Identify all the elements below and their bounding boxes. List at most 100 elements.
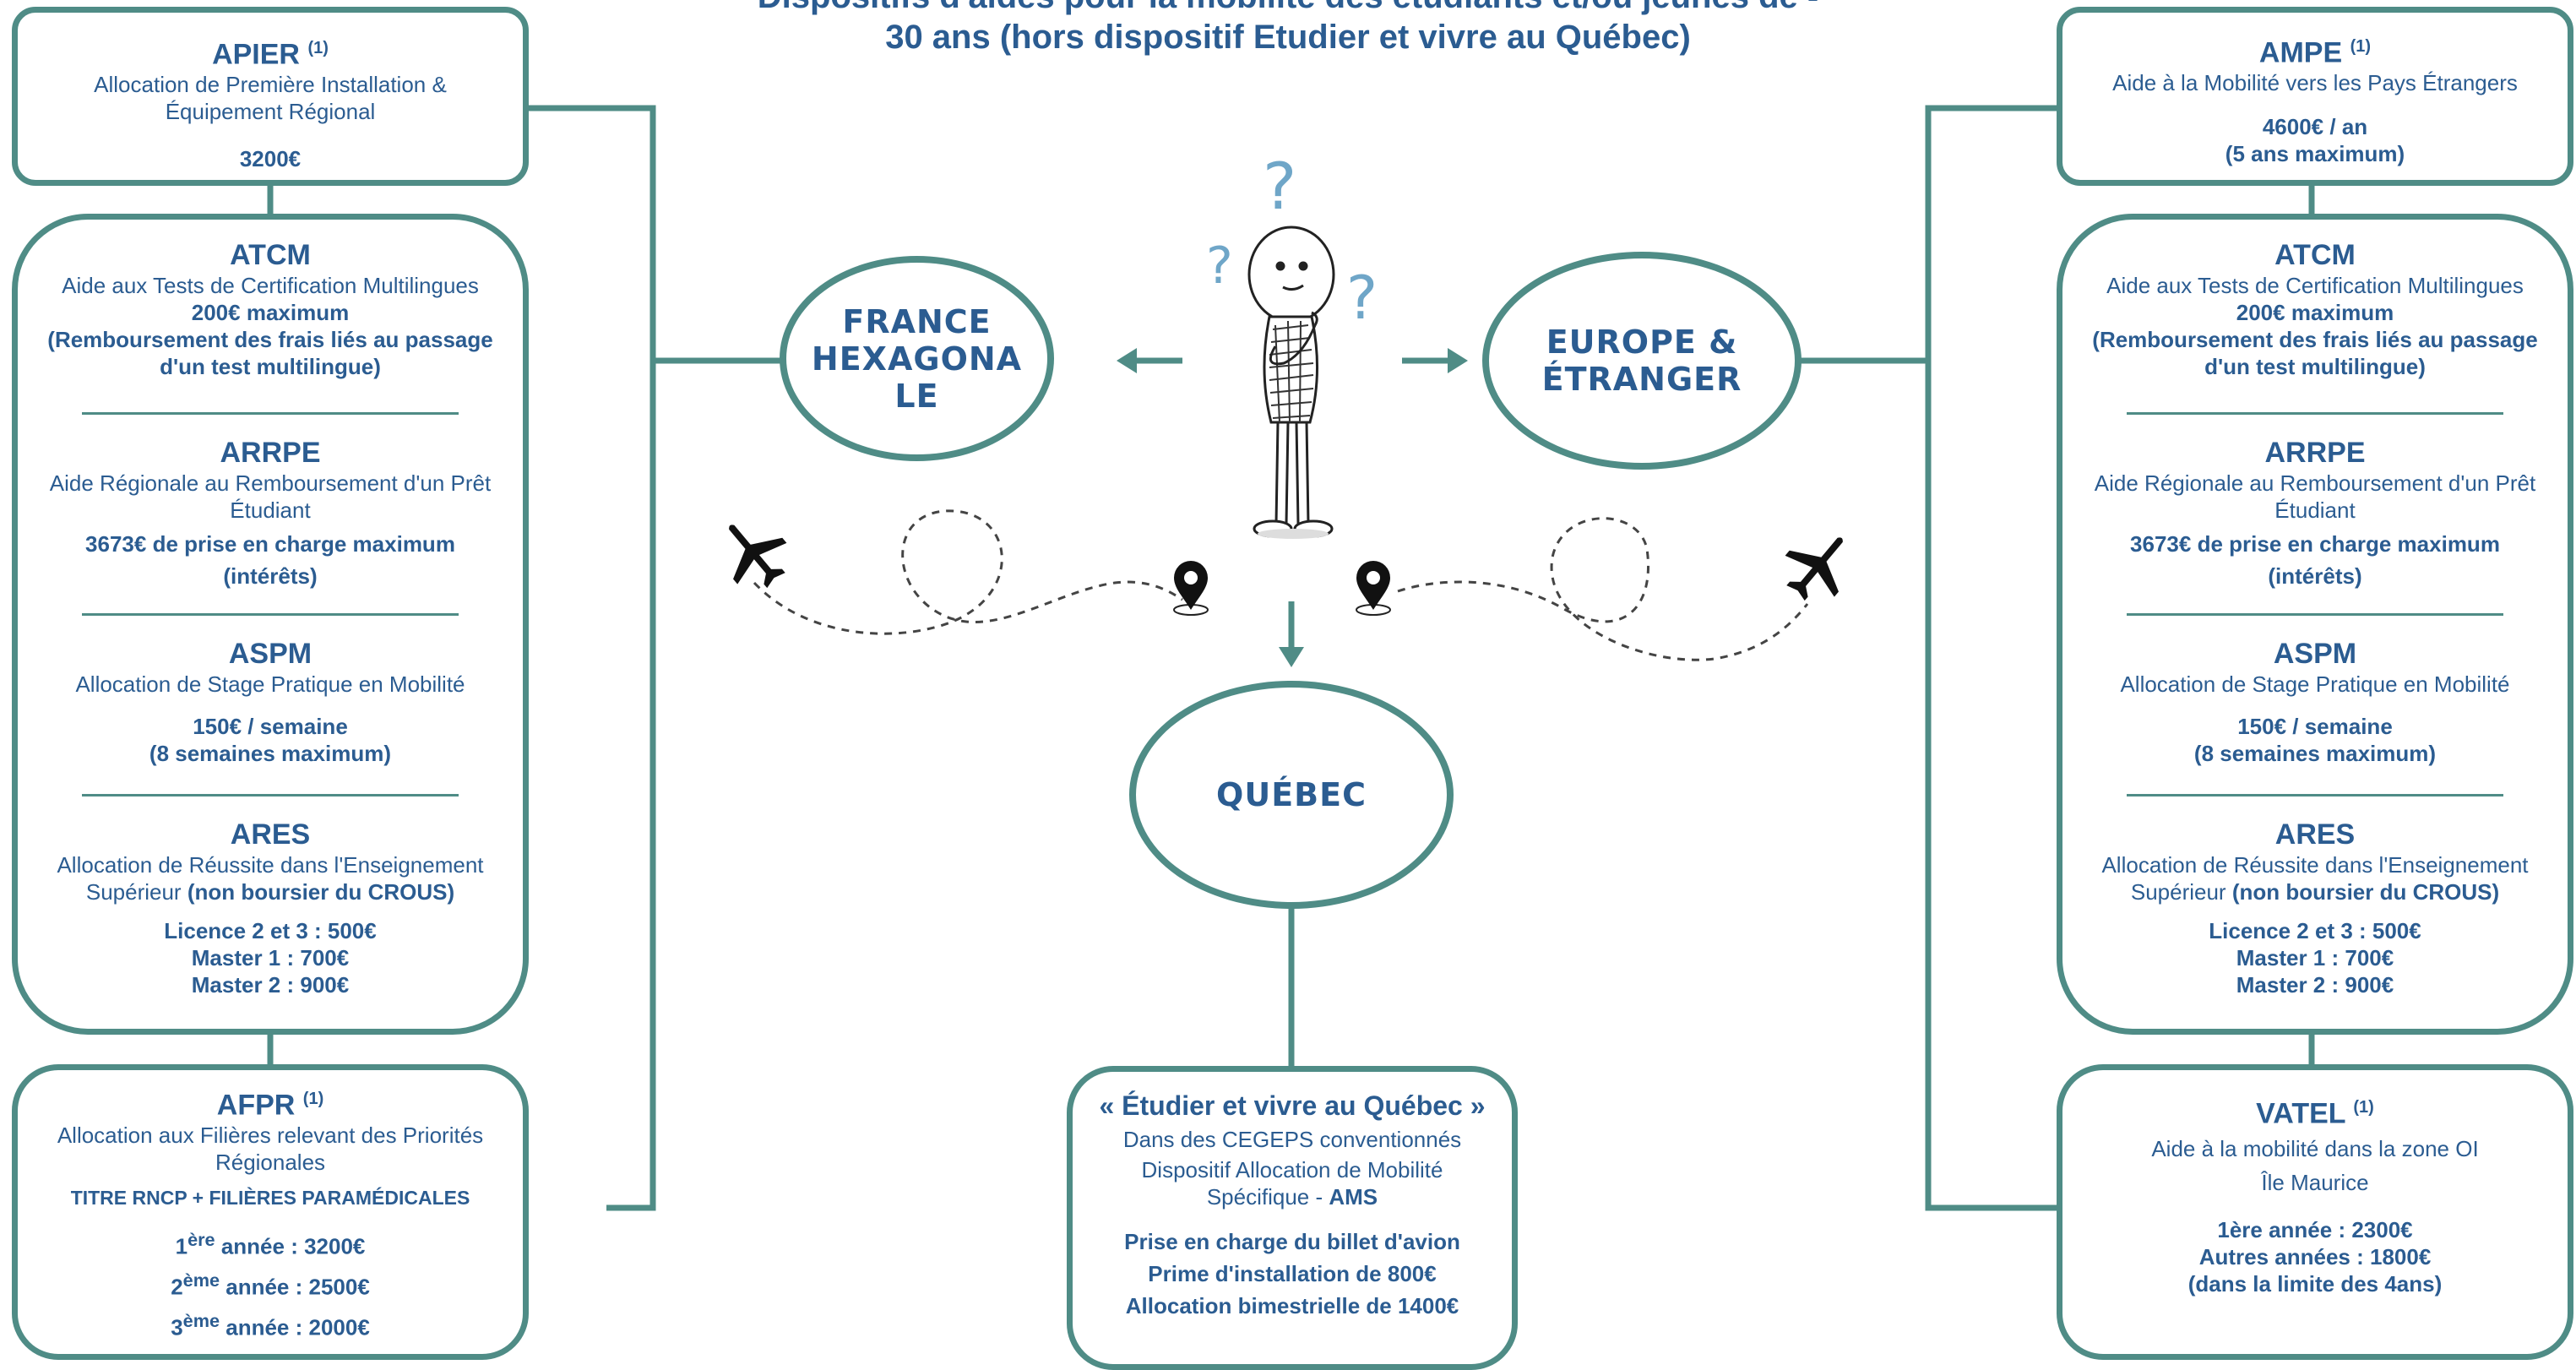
ampe-v2: (5 ans maximum) xyxy=(2225,141,2405,167)
right-arrpe-desc-1: Aide Régionale au Remboursement d'un Prê… xyxy=(2094,470,2536,496)
afpr-year-1: 1ère année : 3200€ xyxy=(175,1229,366,1259)
left-ares-v2: Master 1 : 700€ xyxy=(191,945,350,970)
right-ares-v2: Master 1 : 700€ xyxy=(2236,945,2394,970)
quebec-label: QUÉBEC xyxy=(1216,776,1367,813)
left-arrpe-desc-2: Étudiant xyxy=(230,497,311,523)
title-line-1: Dispositifs d'aides pour la mobilité des… xyxy=(591,0,1985,17)
afpr-year-2: 2ème année : 2500€ xyxy=(171,1269,370,1300)
right-aspm-title: ASPM xyxy=(2273,638,2357,670)
vatel-desc-2: Île Maurice xyxy=(2261,1170,2369,1196)
separator xyxy=(82,412,459,415)
ampe-title: AMPE xyxy=(2258,36,2343,69)
map-pin-icon xyxy=(1356,561,1391,616)
left-aspm-desc: Allocation de Stage Pratique en Mobilité xyxy=(75,671,465,697)
apier-value: 3200€ xyxy=(239,146,302,172)
right-atcm-title: ATCM xyxy=(2274,239,2356,271)
france-label-3: LE xyxy=(894,377,939,415)
right-ares-title: ARES xyxy=(2274,818,2356,851)
left-ares-desc-2: Supérieur xyxy=(85,879,182,905)
europe-label-2: ÉTRANGER xyxy=(1541,361,1742,398)
right-arrpe-v1: 3673€ de prise en charge maximum xyxy=(2130,531,2500,557)
vatel-v1: 1ère année : 2300€ xyxy=(2217,1217,2413,1243)
question-mark-icon: ? xyxy=(1346,264,1378,333)
right-atcm-desc: Aide aux Tests de Certification Multilin… xyxy=(2106,273,2524,298)
left-atcm-title: ATCM xyxy=(230,239,311,271)
apier-desc-2: Équipement Régional xyxy=(165,99,376,125)
quebec-box-v3: Allocation bimestrielle de 1400€ xyxy=(1125,1293,1459,1318)
afpr-desc-1: Allocation aux Filières relevant des Pri… xyxy=(57,1123,484,1149)
quebec-box-d2: Dispositif Allocation de Mobilité xyxy=(1141,1157,1443,1182)
apier-box: APIER (1) Allocation de Première Install… xyxy=(12,7,529,186)
quebec-box-v1: Prise en charge du billet d'avion xyxy=(1124,1229,1460,1254)
vatel-box: VATEL (1) Aide à la mobilité dans la zon… xyxy=(2057,1064,2573,1360)
separator xyxy=(2127,794,2503,796)
left-atcm-v3: d'un test multilingue) xyxy=(160,354,381,379)
left-arrpe-v2: (intérêts) xyxy=(223,563,318,589)
quebec-box-title: « Étudier et vivre au Québec » xyxy=(1099,1090,1486,1121)
right-aspm-v1: 150€ / semaine xyxy=(2237,714,2393,739)
europe-oval: EUROPE & ÉTRANGER xyxy=(1482,252,1802,470)
left-ares-desc-2b: (non boursier du CROUS) xyxy=(181,879,455,905)
right-ares-desc-2b: (non boursier du CROUS) xyxy=(2225,879,2500,905)
separator xyxy=(82,794,459,796)
left-arrpe-desc-1: Aide Régionale au Remboursement d'un Prê… xyxy=(49,470,492,496)
airplane-icon xyxy=(1785,537,1843,601)
separator xyxy=(82,613,459,616)
separator xyxy=(2127,613,2503,616)
afpr-rncp: TITRE RNCP + FILIÈRES PARAMÉDICALES xyxy=(70,1187,470,1210)
vatel-desc-1: Aide à la mobilité dans la zone OI xyxy=(2151,1136,2479,1162)
right-atcm-v2: (Remboursement des frais liés au passage xyxy=(2092,327,2538,352)
left-aspm-v2: (8 semaines maximum) xyxy=(149,741,392,766)
right-group-box: ATCM Aide aux Tests de Certification Mul… xyxy=(2057,214,2573,1035)
ampe-box: AMPE (1) Aide à la Mobilité vers les Pay… xyxy=(2057,7,2573,186)
right-aspm-desc: Allocation de Stage Pratique en Mobilité xyxy=(2120,671,2510,697)
france-label-2: HEXAGONA xyxy=(811,340,1023,378)
left-atcm-v2: (Remboursement des frais liés au passage xyxy=(47,327,493,352)
left-aspm-v1: 150€ / semaine xyxy=(193,714,348,739)
right-ares-v1: Licence 2 et 3 : 500€ xyxy=(2209,918,2421,943)
afpr-footnote: (1) xyxy=(302,1090,324,1108)
quebec-oval: QUÉBEC xyxy=(1129,681,1454,909)
right-ares-v3: Master 2 : 900€ xyxy=(2236,972,2394,998)
afpr-year-3: 3ème année : 2000€ xyxy=(171,1309,370,1340)
separator xyxy=(2127,412,2503,415)
france-oval: FRANCE HEXAGONA LE xyxy=(780,256,1054,461)
ampe-v1: 4600€ / an xyxy=(2262,114,2368,140)
right-atcm-v3: d'un test multilingue) xyxy=(2204,354,2426,379)
left-arrpe-title: ARRPE xyxy=(220,437,321,469)
vatel-footnote: (1) xyxy=(2353,1098,2374,1117)
afpr-title: AFPR xyxy=(216,1089,296,1122)
map-pin-icon xyxy=(1173,561,1209,616)
vatel-v3: (dans la limite des 4ans) xyxy=(2187,1271,2443,1297)
left-atcm-desc: Aide aux Tests de Certification Multilin… xyxy=(62,273,479,298)
right-atcm-v1: 200€ maximum xyxy=(2236,300,2394,325)
ampe-footnote: (1) xyxy=(2350,37,2372,56)
left-atcm-v1: 200€ maximum xyxy=(191,300,350,325)
apier-title: APIER xyxy=(212,38,300,71)
right-ares-desc-1: Allocation de Réussite dans l'Enseigneme… xyxy=(2101,852,2529,878)
afpr-desc-2: Régionales xyxy=(215,1150,326,1176)
quebec-box-d3: Spécifique - xyxy=(1206,1184,1329,1210)
quebec-box-v2: Prime d'installation de 800€ xyxy=(1148,1261,1437,1286)
left-aspm-title: ASPM xyxy=(228,638,312,670)
right-arrpe-title: ARRPE xyxy=(2264,437,2366,469)
question-mark-icon: ? xyxy=(1263,149,1297,224)
airplane-icon xyxy=(729,525,787,589)
thinking-person-icon xyxy=(1247,226,1335,539)
vatel-v2: Autres années : 1800€ xyxy=(2198,1244,2432,1270)
right-aspm-v2: (8 semaines maximum) xyxy=(2193,741,2437,766)
left-group-box: ATCM Aide aux Tests de Certification Mul… xyxy=(12,214,529,1035)
right-arrpe-v2: (intérêts) xyxy=(2268,563,2362,589)
france-label-1: FRANCE xyxy=(842,302,992,340)
afpr-box: AFPR (1) Allocation aux Filières relevan… xyxy=(12,1064,529,1360)
apier-footnote: (1) xyxy=(307,39,329,57)
vatel-title: VATEL xyxy=(2256,1097,2345,1130)
right-ares-desc-2: Supérieur xyxy=(2130,879,2226,905)
title-line-2: 30 ans (hors dispositif Etudier et vivre… xyxy=(885,19,1691,56)
left-ares-title: ARES xyxy=(230,818,311,851)
ampe-desc: Aide à la Mobilité vers les Pays Étrange… xyxy=(2112,70,2518,96)
quebec-box-d3b: AMS xyxy=(1329,1184,1378,1210)
left-ares-desc-1: Allocation de Réussite dans l'Enseigneme… xyxy=(57,852,484,878)
apier-desc-1: Allocation de Première Installation & xyxy=(94,72,447,98)
